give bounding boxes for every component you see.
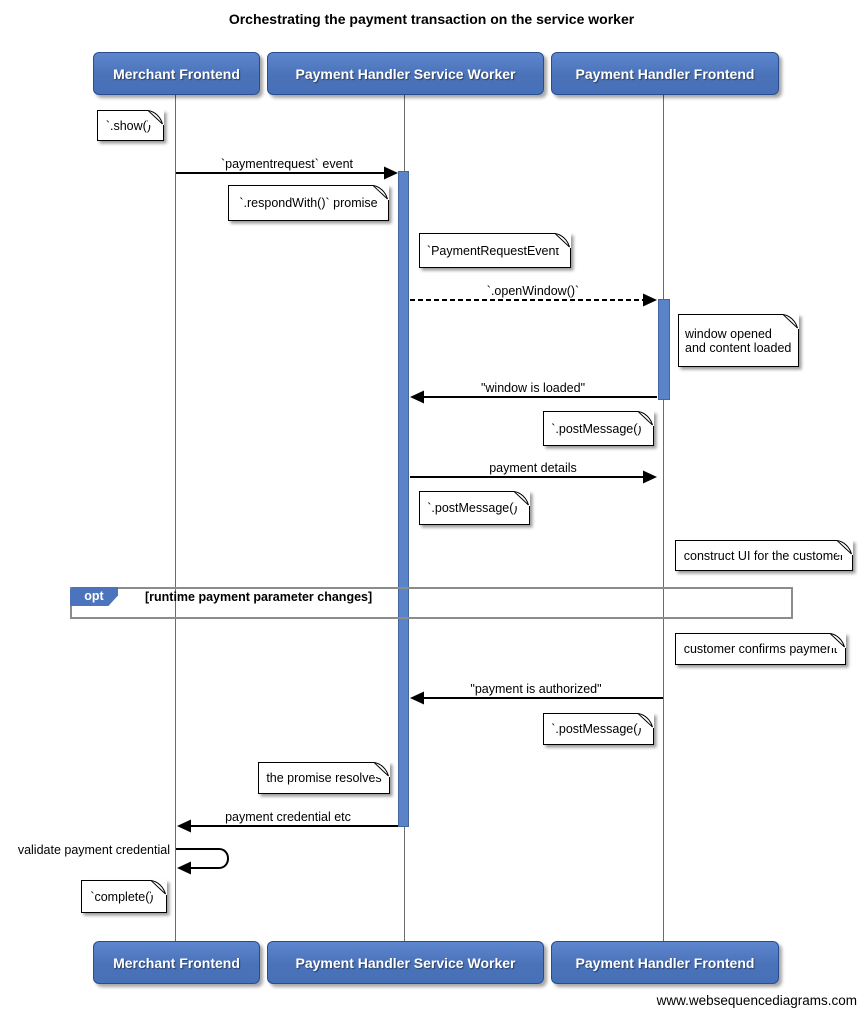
note-fold-icon xyxy=(830,633,846,648)
note-fold-icon xyxy=(374,762,390,777)
note-text: `.postMessage()` xyxy=(427,501,522,515)
message-label-payment-is-authorized: "payment is authorized" xyxy=(470,682,602,696)
actor-bottom-payment-handler-service-worker: Payment Handler Service Worker xyxy=(267,941,544,984)
note-fold-icon xyxy=(373,185,389,200)
note-text: `.postMessage()` xyxy=(551,722,646,736)
note-fold-icon xyxy=(638,411,654,426)
note-postmessage-3: `.postMessage()` xyxy=(543,713,654,745)
note-promise-resolves: the promise resolves xyxy=(258,762,390,794)
message-label-payment-details: payment details xyxy=(489,461,577,475)
note-fold-icon xyxy=(837,540,853,555)
note-fold-icon xyxy=(555,233,571,248)
note-text: `complete()` xyxy=(90,889,158,904)
note-respondwith-promise: `.respondWith()` promise xyxy=(228,185,389,221)
actor-top-merchant-frontend: Merchant Frontend xyxy=(93,52,260,95)
arrowhead-payment-details xyxy=(643,470,657,484)
note-postmessage-1: `.postMessage()` xyxy=(543,411,654,446)
arrowhead-window-is-loaded xyxy=(410,390,424,404)
diagram-title: Orchestrating the payment transaction on… xyxy=(228,11,635,27)
message-label-paymentrequest-event: `paymentrequest` event xyxy=(220,157,353,171)
note-customer-confirms: customer confirms payment xyxy=(675,633,846,665)
note-fold-icon xyxy=(151,880,167,895)
note-paymentrequestevent: `PaymentRequestEvent` xyxy=(419,233,571,268)
actor-bottom-payment-handler-frontend: Payment Handler Frontend xyxy=(551,941,779,984)
opt-operator-label: opt xyxy=(70,587,118,606)
message-label-window-is-loaded: "window is loaded" xyxy=(480,381,586,395)
note-postmessage-2: `.postMessage()` xyxy=(419,491,530,525)
lifeline-merchant-frontend xyxy=(175,93,176,941)
note-text: `PaymentRequestEvent` xyxy=(426,243,564,258)
note-show: `.show()` xyxy=(97,110,164,141)
note-text: customer confirms payment xyxy=(683,642,838,656)
opt-condition-label: [runtime payment parameter changes] xyxy=(145,590,373,604)
note-construct-ui: construct UI for the customer xyxy=(675,540,853,571)
note-text: window opened and content loaded xyxy=(685,326,792,355)
note-fold-icon xyxy=(638,713,654,728)
note-window-opened: window opened and content loaded xyxy=(678,314,799,367)
activation-bar-payment-handler-frontend xyxy=(658,299,670,400)
note-text: construct UI for the customer xyxy=(683,548,845,563)
note-text: `.show()` xyxy=(105,118,156,133)
arrow-validate-payment-credential-self xyxy=(176,848,229,869)
arrowhead-validate-self xyxy=(177,861,191,875)
note-text: `.postMessage()` xyxy=(551,421,646,436)
note-fold-icon xyxy=(783,314,799,329)
actor-top-payment-handler-service-worker: Payment Handler Service Worker xyxy=(267,52,544,95)
message-label-openwindow: `.openWindow()` xyxy=(486,284,580,298)
note-text: `.respondWith()` promise xyxy=(239,196,378,210)
note-fold-icon xyxy=(514,491,530,506)
note-fold-icon xyxy=(148,110,164,125)
watermark-websequencediagrams: www.websequencediagrams.com xyxy=(656,993,857,1008)
message-label-validate-payment-credential: validate payment credential xyxy=(17,843,170,857)
lifeline-payment-handler-frontend xyxy=(663,93,664,941)
actor-top-payment-handler-frontend: Payment Handler Frontend xyxy=(551,52,779,95)
actor-bottom-merchant-frontend: Merchant Frontend xyxy=(93,941,260,984)
arrowhead-payment-is-authorized xyxy=(410,691,424,705)
activation-bar-service-worker xyxy=(398,171,409,827)
message-label-payment-credential-etc: payment credential etc xyxy=(225,810,351,824)
arrowhead-openwindow xyxy=(643,293,657,307)
note-complete: `complete()` xyxy=(81,880,167,913)
note-text: the promise resolves xyxy=(266,771,382,785)
